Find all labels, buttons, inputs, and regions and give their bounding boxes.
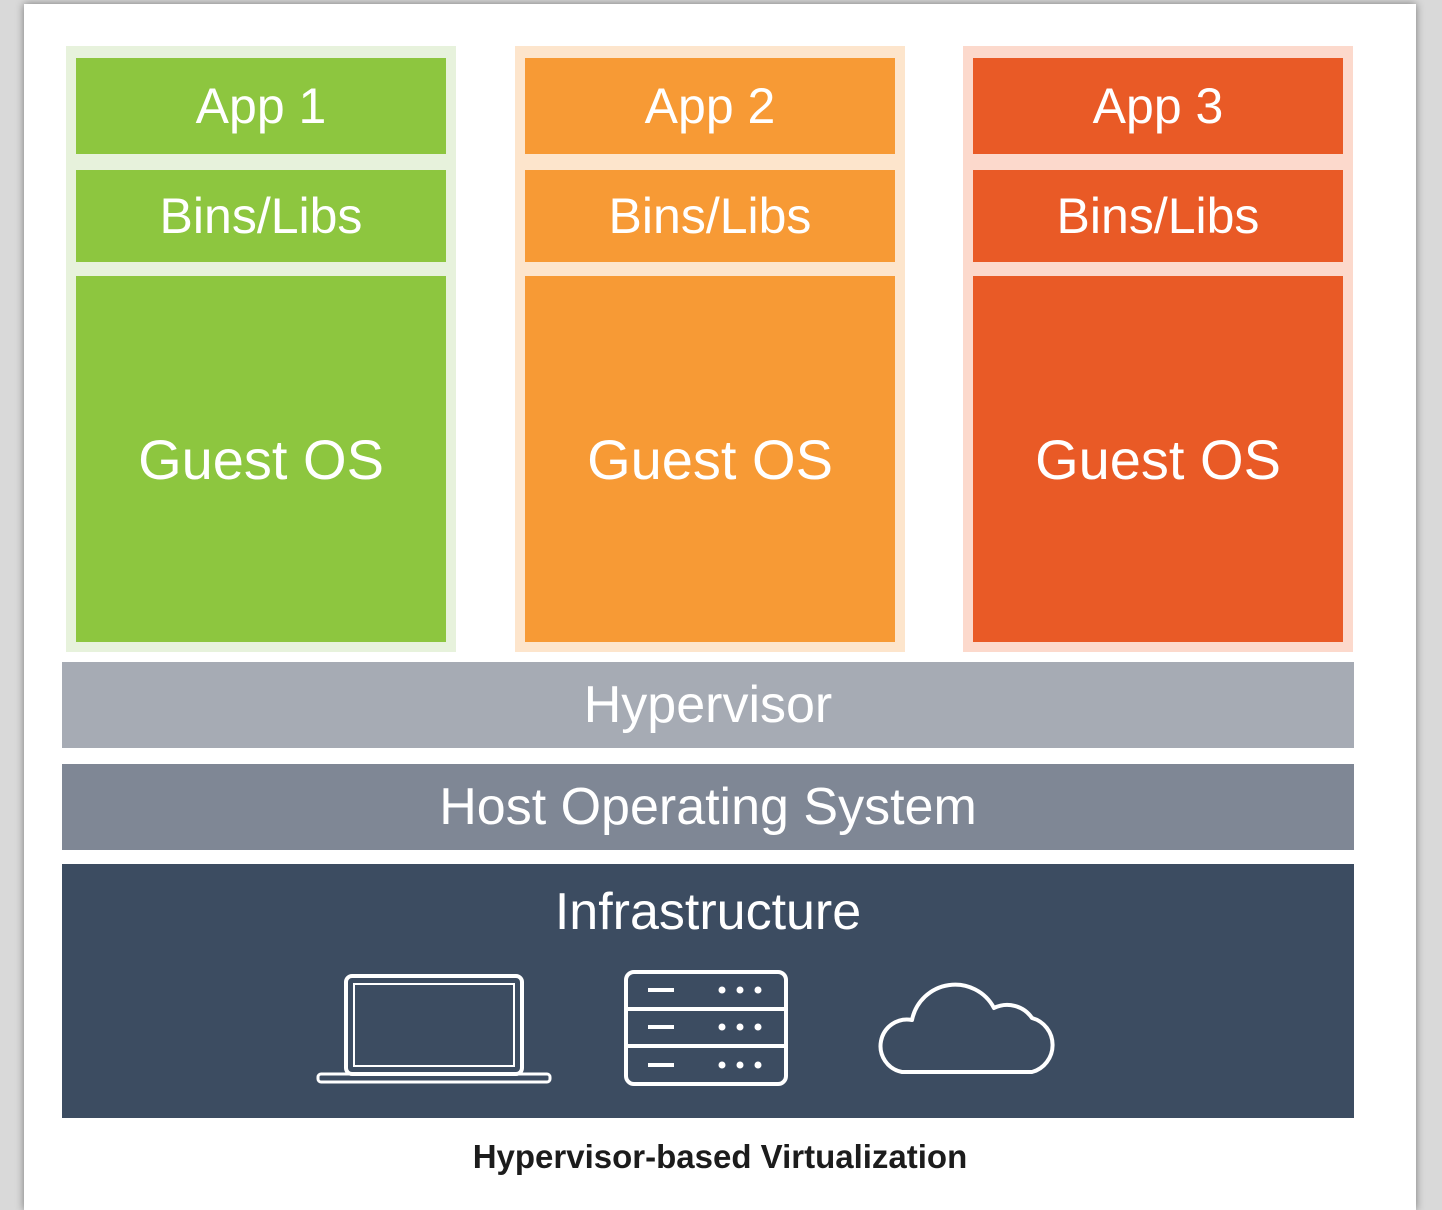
bins-libs-block: Bins/Libs (76, 170, 446, 262)
app-block: App 2 (525, 58, 895, 154)
diagram-caption: Hypervisor-based Virtualization (472, 1138, 968, 1175)
laptop-icon (316, 974, 552, 1084)
vm-stack-1: App 1 Bins/Libs Guest OS (66, 46, 456, 652)
app-block: App 1 (76, 58, 446, 154)
cloud-icon (878, 982, 1055, 1074)
host-os-layer: Host Operating System (62, 764, 1354, 850)
infrastructure-label: Infrastructure (554, 883, 862, 941)
app-block: App 3 (973, 58, 1343, 154)
bins-libs-block: Bins/Libs (973, 170, 1343, 262)
vm-stack-3: App 3 Bins/Libs Guest OS (963, 46, 1353, 652)
hypervisor-layer: Hypervisor (62, 662, 1354, 748)
guest-os-block: Guest OS (973, 276, 1343, 642)
guest-os-block: Guest OS (76, 276, 446, 642)
vm-stack-2: App 2 Bins/Libs Guest OS (515, 46, 905, 652)
guest-os-block: Guest OS (525, 276, 895, 642)
infrastructure-layer: Infrastructure (62, 864, 1354, 1118)
diagram-card: App 1 Bins/Libs Guest OS App 2 Bins/Libs… (24, 4, 1416, 1210)
server-icon (624, 970, 788, 1086)
bins-libs-block: Bins/Libs (525, 170, 895, 262)
